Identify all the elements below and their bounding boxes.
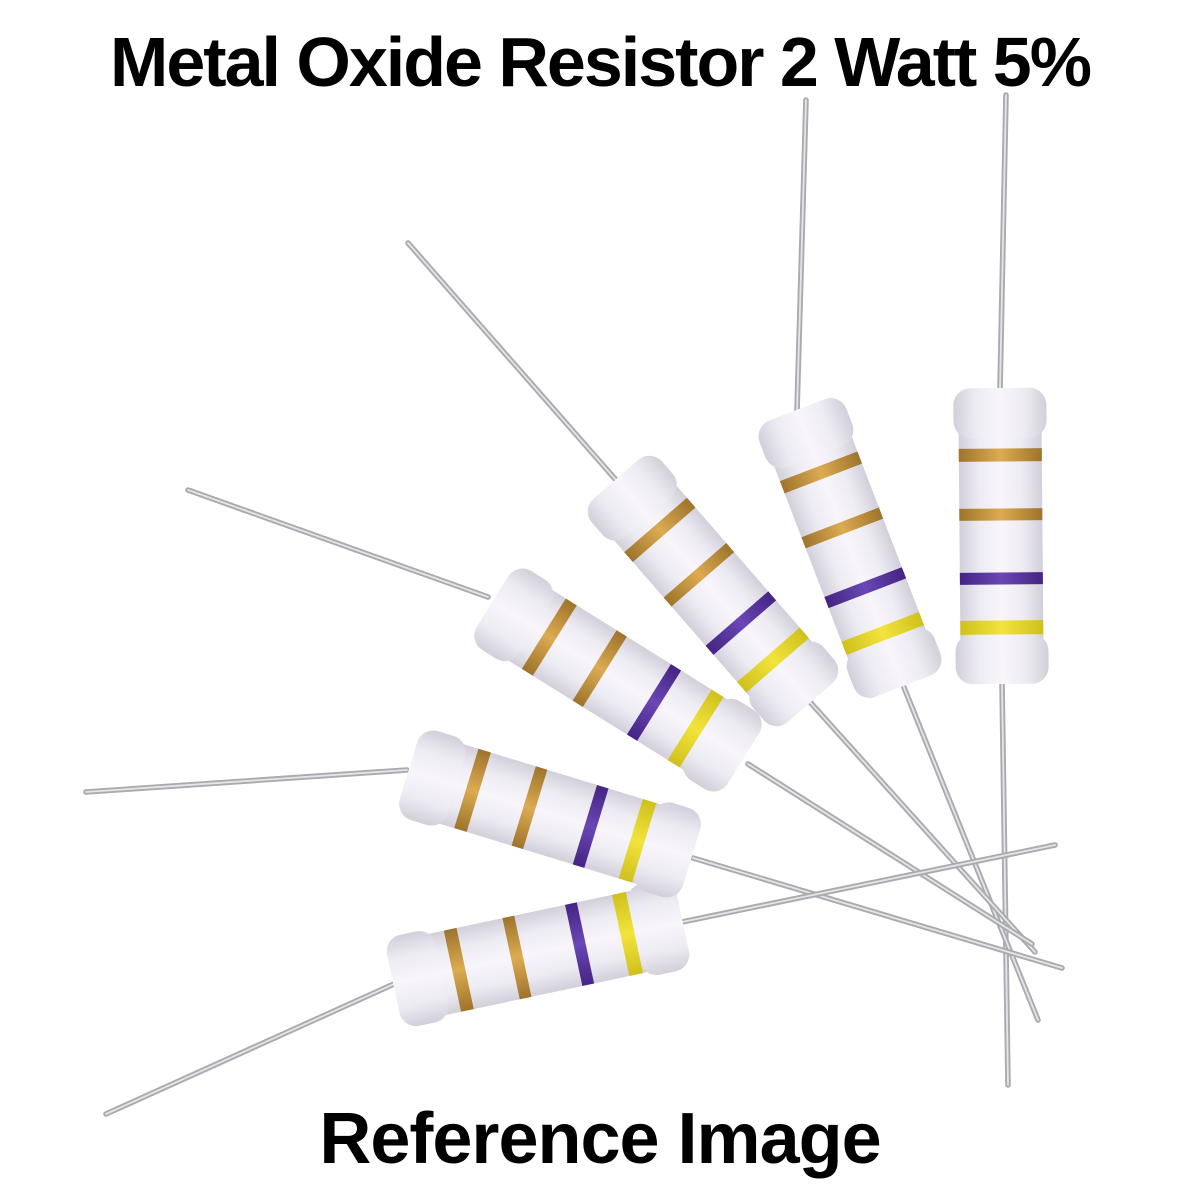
color-band-yellow xyxy=(612,891,643,977)
resistor-lead-highlight xyxy=(407,242,617,481)
resistor-body xyxy=(587,455,839,727)
color-band-yellow xyxy=(841,612,925,655)
color-band-gold xyxy=(511,766,548,850)
color-band-violet xyxy=(824,567,907,609)
color-band-gold xyxy=(502,915,532,1000)
resistor-body xyxy=(399,730,701,898)
color-band-yellow xyxy=(618,799,657,883)
color-band-gold xyxy=(624,497,696,563)
color-band-gold xyxy=(521,598,577,676)
resistor-lead-highlight xyxy=(187,489,489,598)
color-band-violet xyxy=(626,664,682,741)
resistor-body xyxy=(758,398,942,698)
resistor-lead-highlight xyxy=(105,983,395,1115)
color-band-gold xyxy=(572,630,627,707)
color-band-violet xyxy=(959,572,1043,585)
color-band-violet xyxy=(572,784,609,868)
color-band-yellow xyxy=(960,620,1044,635)
resistor-lead-highlight xyxy=(85,769,408,793)
color-band-yellow xyxy=(737,627,809,693)
color-band-gold xyxy=(454,748,491,832)
resistor-lead-highlight xyxy=(999,94,1007,391)
resistor-lead-highlight xyxy=(809,701,1036,953)
color-band-violet xyxy=(705,591,777,655)
resistor-lead-highlight xyxy=(796,99,807,412)
resistor-body xyxy=(953,387,1049,685)
color-band-gold xyxy=(779,451,863,494)
resistor-lead-highlight xyxy=(1001,681,1009,1086)
color-band-gold xyxy=(958,448,1042,462)
resistor-lead-highlight xyxy=(902,684,1039,1021)
resistor-lead-highlight xyxy=(681,844,1056,923)
resistor-body xyxy=(474,568,762,792)
color-band-gold xyxy=(443,927,474,1012)
resistor-lead-highlight xyxy=(692,857,1063,969)
color-band-violet xyxy=(565,902,595,987)
resistor-lead-highlight xyxy=(747,763,1033,945)
product-title: Metal Oxide Resistor 2 Watt 5% xyxy=(110,23,1092,101)
color-band-yellow xyxy=(667,689,724,768)
reference-caption: Reference Image xyxy=(319,1099,881,1179)
resistor-body xyxy=(386,879,690,1027)
color-band-gold xyxy=(959,508,1043,521)
color-band-gold xyxy=(663,543,735,607)
color-band-gold xyxy=(801,507,884,549)
